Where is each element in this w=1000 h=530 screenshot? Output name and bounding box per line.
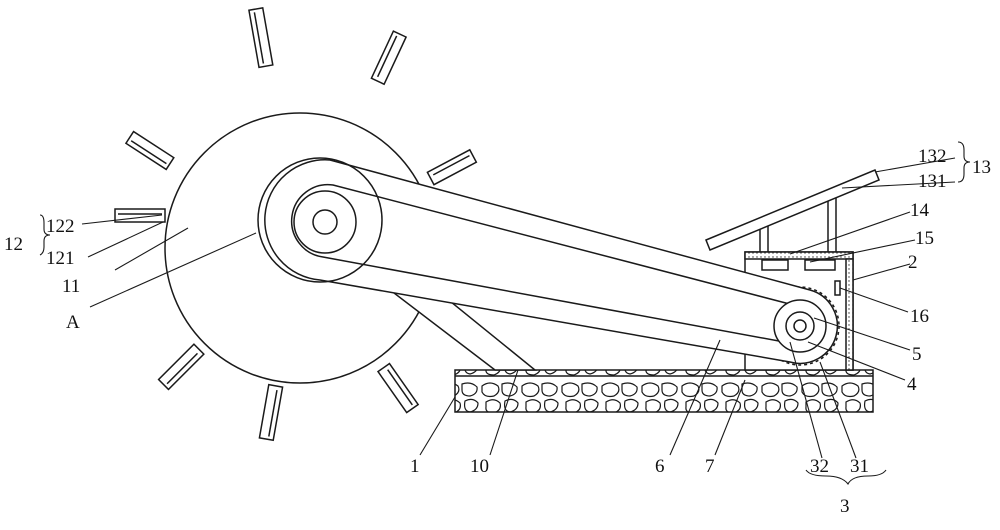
sensor-box-left: [761, 259, 789, 271]
switch-16: [834, 280, 841, 296]
wheel-spikes: [114, 6, 486, 442]
motor-axle: [793, 319, 807, 333]
hub-outer-ring: [257, 157, 383, 283]
label-4: 4: [907, 374, 917, 395]
spike-bottom: [258, 383, 284, 442]
label-122: 122: [46, 216, 75, 237]
label-2: 2: [908, 252, 918, 273]
label-1: 1: [410, 456, 420, 477]
label-16: 16: [910, 306, 929, 327]
label-5: 5: [912, 344, 922, 365]
label-3: 3: [840, 496, 850, 517]
sensor-box-right: [804, 259, 836, 271]
label-31: 31: [850, 456, 869, 477]
label-A: A: [66, 312, 80, 333]
label-131: 131: [918, 171, 947, 192]
spike-top: [248, 6, 274, 69]
label-13: 13: [972, 157, 991, 178]
solar-panel: [705, 169, 880, 251]
label-7: 7: [705, 456, 715, 477]
label-11: 11: [62, 276, 80, 297]
label-6: 6: [655, 456, 665, 477]
spike-bottom-right: [376, 362, 420, 414]
label-12: 12: [4, 234, 23, 255]
spike-top-right: [370, 30, 408, 86]
label-132: 132: [918, 146, 947, 167]
hub-axle: [312, 209, 338, 235]
spike-upper-left: [124, 130, 175, 171]
callout-labels: 132 13 131 14 15 2 16 5 4 12 122 121 11 …: [4, 146, 991, 517]
spike-lower-left: [157, 343, 205, 391]
label-10: 10: [470, 456, 489, 477]
label-15: 15: [915, 228, 934, 249]
leader-lines: [39, 141, 971, 486]
label-32: 32: [810, 456, 829, 477]
label-14: 14: [910, 200, 930, 221]
label-121: 121: [46, 248, 75, 269]
